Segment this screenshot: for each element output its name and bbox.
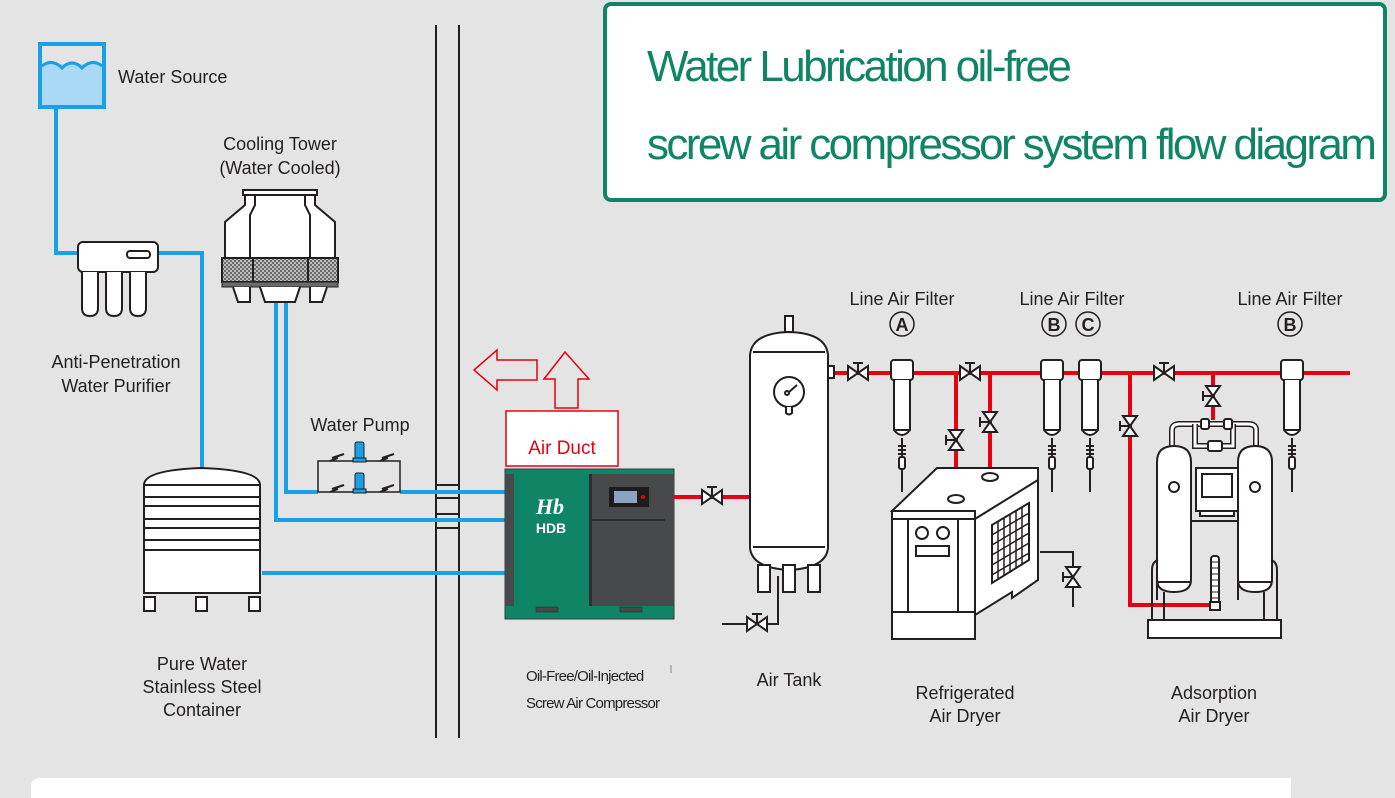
filter-grade-b: B (1048, 315, 1061, 335)
grade-circle-icon (1075, 311, 1101, 337)
air-tank-label: Air Tank (757, 670, 823, 690)
hdb-logo-icon: Hb (535, 494, 564, 519)
filter-a-label: Line Air Filter (849, 289, 954, 309)
water-purifier-icon (77, 241, 159, 318)
air-duct-box (505, 410, 619, 467)
filter-b2-label: Line Air Filter (1237, 289, 1342, 309)
filter-icon (1280, 359, 1304, 492)
refrigerated-dryer-label-1: Refrigerated (915, 683, 1014, 703)
valves (701, 362, 1222, 633)
air-tank-icon (749, 315, 835, 593)
title-panel: Water Lubrication oil-free screw air com… (603, 2, 1387, 202)
compressor-label-2: Screw Air Compressor (526, 695, 660, 712)
valve-icon (1202, 385, 1222, 407)
grade-circle-icon (1041, 311, 1067, 337)
filter-bc-label: Line Air Filter (1019, 289, 1124, 309)
line-filters (890, 359, 1304, 492)
air-compressor: Hb HDB (504, 468, 675, 620)
exhaust-arrows-icon (472, 348, 591, 409)
valve-icon (1153, 362, 1175, 382)
refrigerated-dryer-icon (889, 467, 1039, 640)
compressor-brand: HDB (536, 520, 566, 536)
adsorption-dryer-icon (1147, 418, 1282, 639)
water-purifier-label-2: Water Purifier (61, 376, 170, 396)
title-line-2: screw air compressor system flow diagram (647, 120, 1377, 169)
adsorption-dryer-label-2: Air Dryer (1179, 706, 1250, 726)
water-source-label: Water Source (118, 67, 227, 87)
bottom-panel (31, 778, 1291, 798)
valve-icon (847, 362, 869, 382)
drain-valve-icon (1040, 551, 1082, 607)
water-pipes (54, 108, 508, 575)
wall (435, 25, 460, 738)
filter-grade-a: A (896, 315, 909, 335)
container-label-1: Pure Water (157, 654, 247, 674)
compressor-label-1: Oil-Free/Oil-Injected (526, 668, 644, 685)
pure-water-container-icon (142, 466, 262, 612)
grade-circle-icon (889, 311, 915, 337)
adsorption-dryer-label-1: Adsorption (1171, 683, 1257, 703)
filter-icon (1040, 359, 1064, 492)
valve-icon (945, 429, 965, 451)
valve-icon (959, 362, 981, 382)
refrigerated-dryer-label-2: Air Dryer (930, 706, 1001, 726)
cooling-tower-icon (221, 189, 339, 303)
water-source-icon (38, 42, 106, 109)
water-pump-icon (317, 441, 401, 494)
cooling-tower-label-1: Cooling Tower (223, 134, 337, 154)
air-duct-label: Air Duct (528, 438, 596, 459)
container-label-2: Stainless Steel (142, 677, 261, 697)
cooling-tower-label-2: (Water Cooled) (219, 158, 340, 178)
drain-valve-icon (722, 576, 779, 633)
filter-grade-c: C (1082, 315, 1095, 335)
valve-icon (701, 486, 723, 506)
valve-icon (979, 411, 999, 433)
filter-icon (890, 359, 914, 492)
water-purifier-label-1: Anti-Penetration (51, 352, 180, 372)
water-pump-label: Water Pump (310, 415, 409, 435)
grade-circle-icon (1277, 311, 1303, 337)
valve-icon (1119, 415, 1139, 437)
filter-grade-b2: B (1284, 315, 1297, 335)
title-line-1: Water Lubrication oil-free (647, 42, 1072, 91)
container-label-3: Container (163, 700, 241, 720)
filter-icon (1078, 359, 1102, 492)
